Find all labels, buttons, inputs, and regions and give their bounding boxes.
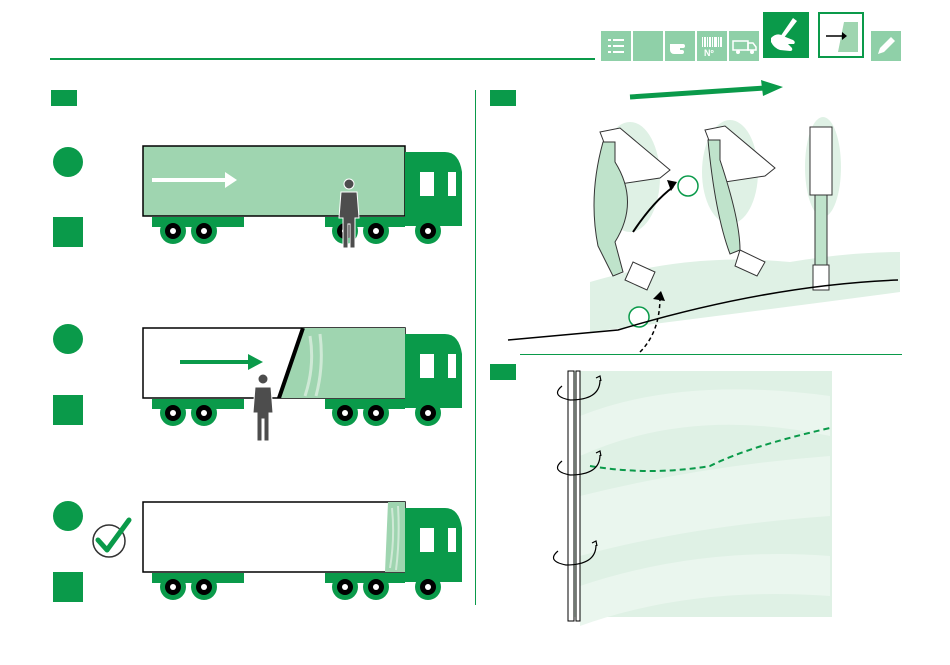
pencil-icon[interactable] [871,31,901,61]
barcode-icon[interactable]: Nº [697,31,727,61]
curtain-fold-illustration [540,366,835,620]
step-1-square [53,217,83,247]
arrow-into-panel-icon[interactable] [818,12,864,58]
step-1-circle [53,147,83,177]
section-tag-left [51,90,77,106]
list-icon[interactable] [601,31,631,61]
strap-detail-illustration [505,82,905,352]
step-2-circle [53,324,83,354]
barcode-label: Nº [704,48,714,58]
truck-opening-illustration [140,326,465,444]
step-3-square [53,572,83,602]
truck-icon[interactable] [729,31,759,61]
truck-closed-illustration [140,144,465,250]
check-icon [90,510,135,560]
step-2-square [53,395,83,425]
hand-pen-icon[interactable] [763,12,809,58]
pointing-hand-icon[interactable] [665,31,695,61]
blank-icon[interactable] [633,31,663,61]
panel-divider [475,90,476,605]
truck-open-illustration [140,500,465,606]
header-rule [50,58,595,60]
step-3-circle [53,501,83,531]
right-panel-divider [520,354,902,355]
section-tag-right-bottom [490,364,516,380]
